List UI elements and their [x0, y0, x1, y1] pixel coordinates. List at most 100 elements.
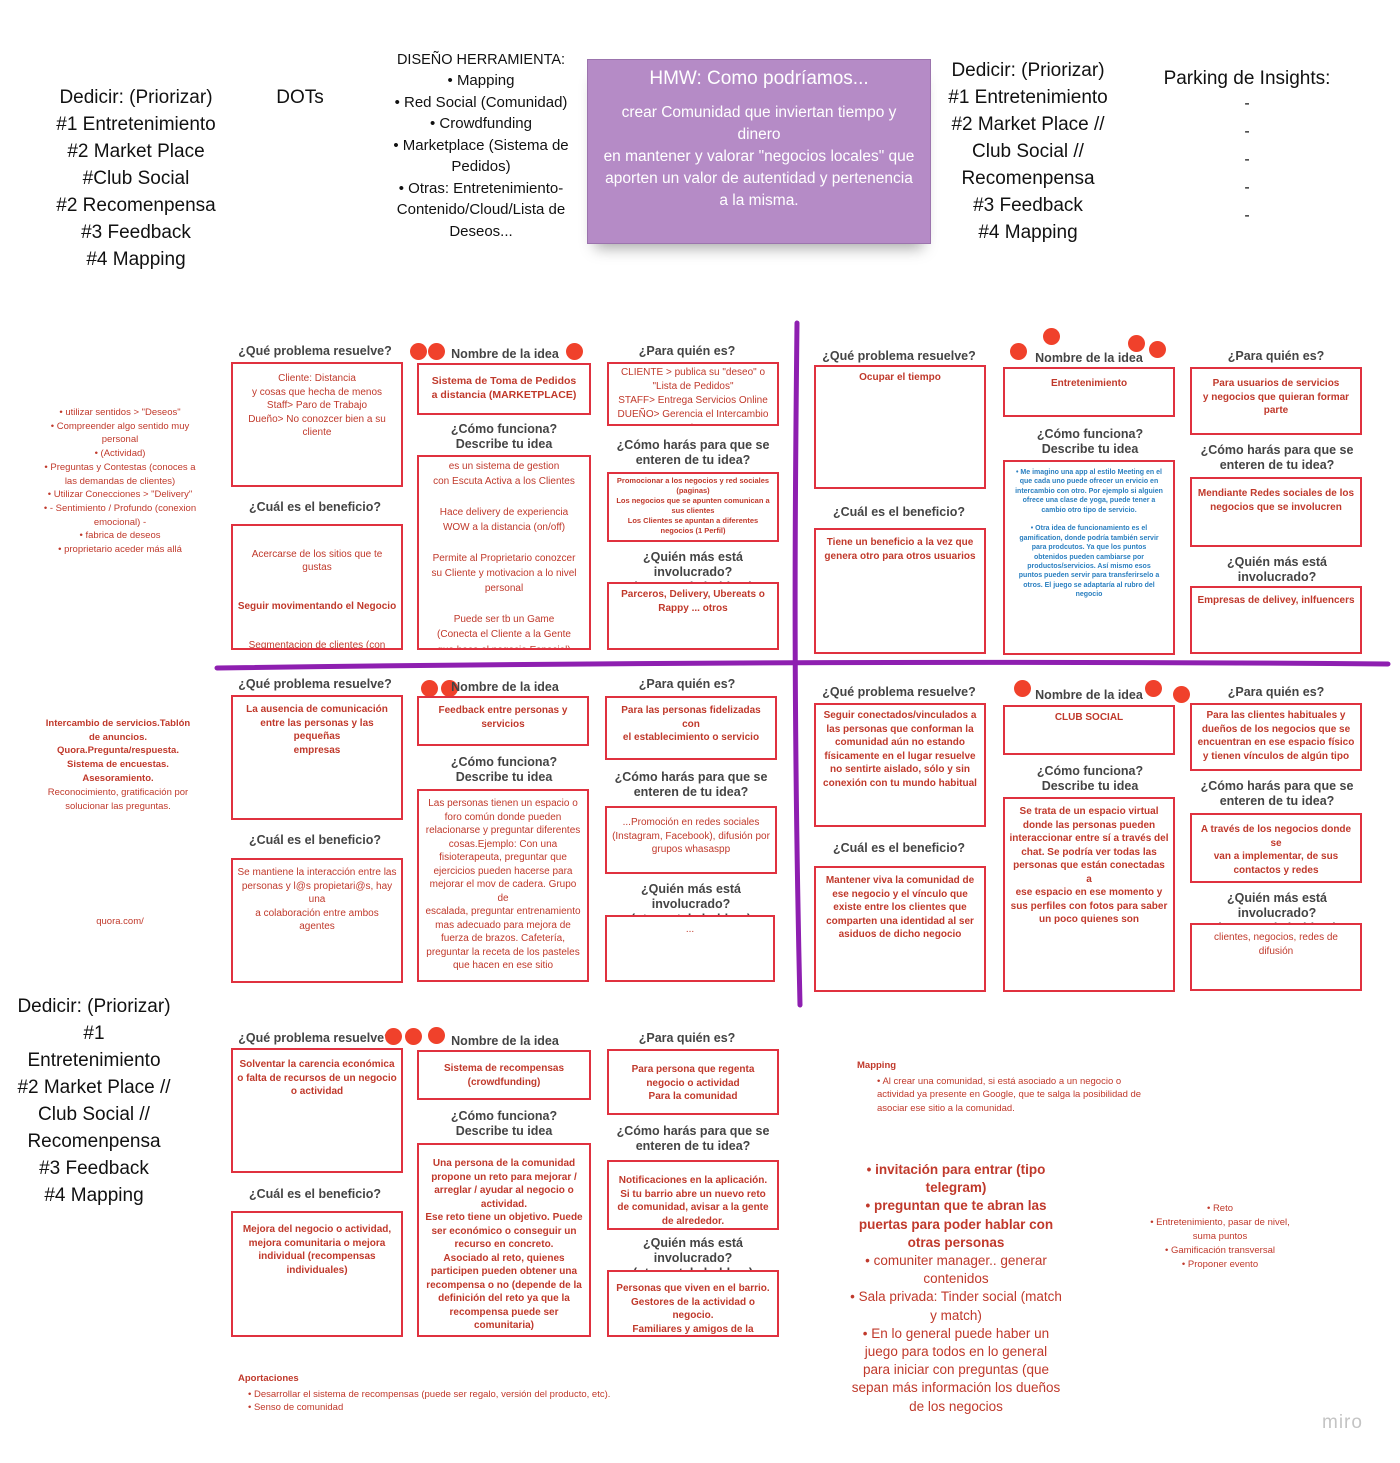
- label-para-quien: ¿Para quién es?: [638, 344, 736, 358]
- card1-como-funciona[interactable]: es un sistema de gestion con Escuta Acti…: [417, 455, 591, 650]
- note-item: fabrica de deseos: [40, 529, 200, 543]
- idea-bullet: Sala privada: Tinder social (match y mat…: [850, 1288, 1062, 1324]
- vote-dot[interactable]: [385, 1028, 402, 1045]
- card1-nombre[interactable]: Sistema de Toma de Pedidos a distancia (…: [417, 363, 591, 415]
- label-problema: ¿Qué problema resuelve?: [822, 685, 976, 699]
- vote-dot[interactable]: [410, 343, 427, 360]
- left-notes-list: utilizar sentidos > "Deseos" Compreender…: [40, 406, 200, 557]
- card1-beneficio[interactable]: Acercarse de los sitios que te gustas Se…: [231, 524, 403, 650]
- card1-para-quien[interactable]: CLIENTE > publica su "deseo" o "Lista de…: [607, 362, 779, 426]
- vote-dot[interactable]: [428, 1027, 445, 1044]
- vote-dot[interactable]: [441, 680, 458, 697]
- aportaciones-note: Aportaciones Desarrollar el sistema de r…: [238, 1372, 658, 1415]
- card5-nombre[interactable]: Sistema de recompensas (crowdfunding): [417, 1050, 591, 1100]
- card5-como-enteren[interactable]: Notificaciones en la aplicación. Si tu b…: [607, 1160, 779, 1230]
- idea-bullet: comuniter manager.. generar contenidos: [850, 1252, 1062, 1288]
- card1-beneficio-c: Segmentacion de clientes (con motivacion…: [248, 640, 386, 650]
- parking-title: Parking de Insights:: [1163, 68, 1331, 89]
- card4-beneficio[interactable]: Mantener viva la comunidad de ese negoci…: [814, 866, 986, 992]
- mapping-title: Mapping: [857, 1060, 897, 1071]
- label-nombre: Nombre de la idea: [1035, 351, 1143, 365]
- label-como-funciona: ¿Cómo funciona? Describe tu idea: [450, 1109, 558, 1138]
- label-como-enteren: ¿Cómo harás para que se enteren de tu id…: [616, 1124, 770, 1153]
- label-como-enteren: ¿Cómo harás para que se enteren de tu id…: [1200, 779, 1354, 808]
- hmw-body: crear Comunidad que inviertan tiempo y d…: [603, 104, 915, 209]
- diseno-item: Marketplace (Sistema de Pedidos): [378, 135, 584, 178]
- vote-dot[interactable]: [421, 680, 438, 697]
- card4-para-quien[interactable]: Para las clientes habituales y dueños de…: [1190, 703, 1362, 771]
- quora-link[interactable]: quora.com/: [96, 916, 144, 927]
- card2-como-enteren[interactable]: Mendiante Redes sociales de los negocios…: [1190, 477, 1362, 547]
- card3-como-enteren[interactable]: ...Promoción en redes sociales (Instagra…: [605, 806, 777, 874]
- note-item: utilizar sentidos > "Deseos": [40, 406, 200, 420]
- label-beneficio: ¿Cuál es el beneficio?: [249, 833, 381, 847]
- label-nombre: Nombre de la idea: [1035, 688, 1143, 702]
- idea-bullet: invitación para entrar (tipo telegram): [850, 1161, 1062, 1197]
- card5-beneficio[interactable]: Mejora del negocio o actividad, mejora c…: [231, 1211, 403, 1337]
- card4-problema[interactable]: Seguir conectados/vinculados a las perso…: [814, 703, 986, 827]
- card5-quien-mas[interactable]: Personas que viven en el barrio. Gestore…: [607, 1270, 779, 1337]
- label-beneficio: ¿Cuál es el beneficio?: [249, 1187, 381, 1201]
- card4-quien-mas[interactable]: clientes, negocios, redes de difusión: [1190, 923, 1362, 991]
- card2-como-funciona[interactable]: • Me imagino una app al estilo Meeting e…: [1003, 460, 1175, 655]
- card2-para-quien[interactable]: Para usuarios de servicios y negocios qu…: [1190, 367, 1362, 435]
- idea-bullet: preguntan que te abran las puertas para …: [850, 1197, 1062, 1252]
- card3-como-funciona[interactable]: Las personas tienen un espacio o foro co…: [417, 789, 589, 982]
- diseno-list: Mapping Red Social (Comunidad) Crowdfund…: [378, 70, 584, 242]
- label-para-quien: ¿Para quién es?: [638, 677, 736, 691]
- label-como-funciona: ¿Cómo funciona? Describe tu idea: [450, 422, 558, 451]
- vote-dot[interactable]: [405, 1028, 422, 1045]
- label-como-enteren: ¿Cómo harás para que se enteren de tu id…: [614, 770, 768, 799]
- card2-nombre[interactable]: Entretenimiento: [1003, 367, 1175, 417]
- note-item: Preguntas y Contestas (conoces a las dem…: [40, 461, 200, 488]
- card3-beneficio[interactable]: Se mantiene la interacción entre las per…: [231, 858, 403, 983]
- card2-problema[interactable]: Ocupar el tiempo: [814, 365, 986, 489]
- card3-problema[interactable]: La ausencia de comunicación entre las pe…: [231, 695, 403, 820]
- card4-como-funciona[interactable]: Se trata de un espacio virtual donde las…: [1003, 797, 1175, 992]
- parking-insights: Parking de Insights: - - - - -: [1150, 68, 1344, 230]
- label-beneficio: ¿Cuál es el beneficio?: [249, 500, 381, 514]
- card5-como-funciona[interactable]: Una persona de la comunidad propone un r…: [417, 1143, 591, 1337]
- vote-dot[interactable]: [428, 343, 445, 360]
- reto-item: Reto: [1150, 1202, 1290, 1216]
- reto-item: Entretenimiento, pasar de nivel, suma pu…: [1150, 1216, 1290, 1244]
- card5-problema[interactable]: Solventar la carencia económica o falta …: [231, 1048, 403, 1173]
- aportaciones-title: Aportaciones: [238, 1373, 299, 1384]
- label-beneficio: ¿Cuál es el beneficio?: [833, 841, 965, 855]
- hmw-sticky-note[interactable]: HMW: Como podríamos... crear Comunidad q…: [587, 59, 931, 244]
- miro-logo: miro: [1322, 1412, 1363, 1433]
- card5-para-quien[interactable]: Para persona que regenta negocio o activ…: [607, 1049, 779, 1115]
- vote-dot[interactable]: [1145, 680, 1162, 697]
- vote-dot[interactable]: [1149, 341, 1166, 358]
- label-como-funciona: ¿Cómo funciona? Describe tu idea: [1036, 427, 1144, 456]
- parking-item: -: [1244, 95, 1250, 112]
- card4-como-enteren[interactable]: A través de los negocios donde se van a …: [1190, 813, 1362, 883]
- decidir-right: Dedicir: (Priorizar) #1 Entretenimiento …: [948, 60, 1108, 243]
- idea-bullet: En lo general puede haber un juego para …: [850, 1325, 1062, 1416]
- diseno-item: Otras: Entretenimiento-Contenido/Cloud/L…: [378, 178, 584, 243]
- card2-quien-mas[interactable]: Empresas de delivey, inlfuencers: [1190, 586, 1362, 654]
- vote-dot[interactable]: [1128, 335, 1145, 352]
- diseno-title: DISEÑO HERRAMIENTA:: [396, 52, 566, 68]
- parking-item: -: [1244, 151, 1250, 168]
- label-problema: ¿Qué problema resuelve?: [238, 677, 392, 691]
- label-nombre: Nombre de la idea: [451, 680, 559, 694]
- note-item: - Sentimiento / Profundo (conexion emoci…: [40, 502, 200, 529]
- card4-nombre[interactable]: CLUB SOCIAL: [1003, 705, 1175, 755]
- label-para-quien: ¿Para quién es?: [638, 1031, 736, 1045]
- card3-nombre[interactable]: Feedback entre personas y servicios: [417, 696, 589, 746]
- label-como-enteren: ¿Cómo harás para que se enteren de tu id…: [1200, 443, 1354, 472]
- card1-problema[interactable]: Cliente: Distancia y cosas que hecha de …: [231, 362, 403, 487]
- card3-quien-mas[interactable]: ...: [605, 915, 775, 982]
- card2-beneficio[interactable]: Tiene un beneficio a la vez que genera o…: [814, 528, 986, 654]
- card3-para-quien[interactable]: Para las personas fidelizadas con el est…: [605, 696, 777, 760]
- label-para-quien: ¿Para quién es?: [1227, 685, 1325, 699]
- vote-dot[interactable]: [1043, 328, 1060, 345]
- vote-dot[interactable]: [1014, 680, 1031, 697]
- vote-dot[interactable]: [566, 343, 583, 360]
- vote-dot[interactable]: [1173, 686, 1190, 703]
- card1-quien-mas[interactable]: Parceros, Delivery, Ubereats o Rappy ...…: [607, 582, 779, 650]
- note-item: proprietario aceder más allá: [40, 543, 200, 557]
- card1-como-enteren[interactable]: Promocionar a los negocios y red sociale…: [607, 472, 779, 542]
- vote-dot[interactable]: [1010, 343, 1027, 360]
